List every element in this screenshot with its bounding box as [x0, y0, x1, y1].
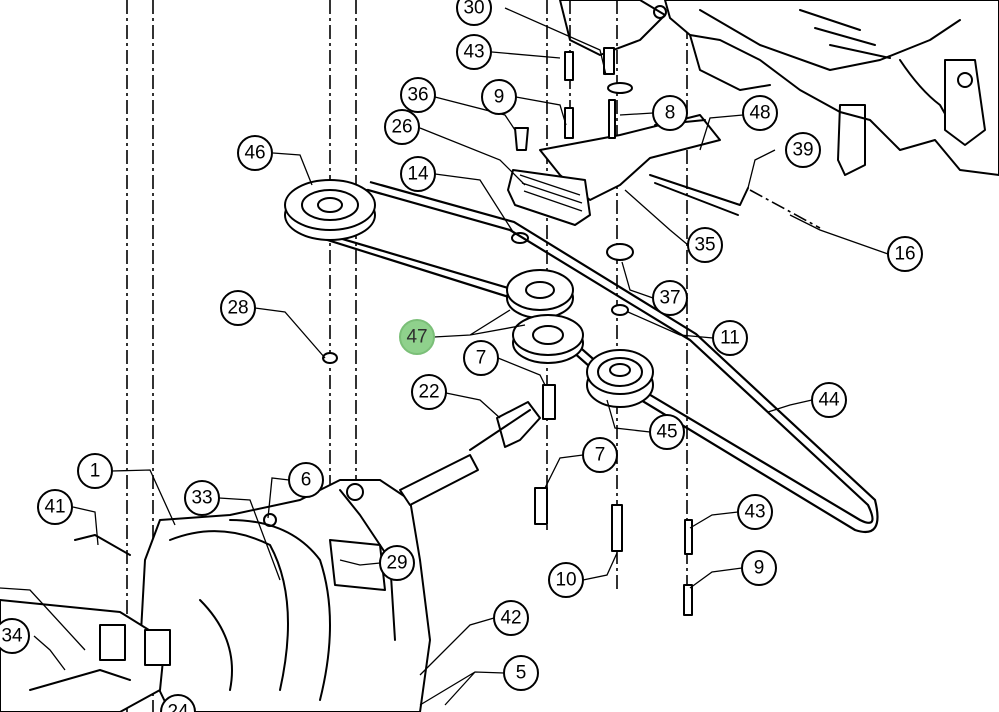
- svg-text:28: 28: [227, 298, 248, 319]
- transaxle: [0, 454, 479, 712]
- callout-9-top: 9: [481, 79, 517, 115]
- svg-text:46: 46: [244, 143, 265, 164]
- callout-48: 48: [742, 95, 778, 131]
- svg-text:41: 41: [44, 497, 65, 518]
- svg-text:11: 11: [720, 328, 740, 349]
- deck-frame: [559, 0, 999, 176]
- callout-7-low: 7: [582, 437, 618, 473]
- callout-8: 8: [652, 95, 688, 131]
- callout-9-low: 9: [741, 550, 777, 586]
- svg-text:33: 33: [191, 488, 212, 509]
- callout-30: 30: [456, 0, 492, 26]
- pulleys: [284, 179, 654, 408]
- svg-text:44: 44: [818, 390, 840, 411]
- idler-bracket: [507, 114, 749, 226]
- svg-text:35: 35: [694, 235, 715, 256]
- callout-1: 1: [77, 453, 113, 489]
- callout-47-highlighted: 47: [399, 319, 435, 355]
- svg-text:7: 7: [476, 348, 487, 369]
- svg-text:10: 10: [555, 570, 576, 591]
- callout-11: 11: [712, 320, 748, 356]
- callout-10: 10: [548, 562, 584, 598]
- svg-text:39: 39: [792, 140, 813, 161]
- callout-6: 6: [288, 462, 324, 498]
- svg-text:45: 45: [656, 422, 677, 443]
- svg-text:36: 36: [407, 85, 428, 106]
- callout-46: 46: [237, 135, 273, 171]
- svg-text:14: 14: [407, 164, 429, 185]
- svg-text:34: 34: [1, 626, 23, 647]
- svg-text:6: 6: [301, 470, 312, 491]
- callout-45: 45: [649, 414, 685, 450]
- svg-text:9: 9: [494, 87, 505, 108]
- callout-14: 14: [400, 156, 436, 192]
- callout-5: 5: [503, 655, 539, 691]
- callout-28: 28: [220, 290, 256, 326]
- callout-22: 22: [411, 374, 447, 410]
- svg-text:42: 42: [500, 608, 521, 629]
- callout-24: 24: [160, 694, 196, 712]
- svg-text:9: 9: [754, 558, 765, 579]
- svg-text:29: 29: [386, 553, 407, 574]
- svg-text:16: 16: [894, 244, 915, 265]
- callout-36: 36: [400, 77, 436, 113]
- svg-text:30: 30: [463, 0, 484, 19]
- callout-26: 26: [384, 109, 420, 145]
- hardware: [322, 47, 693, 616]
- callout-39: 39: [785, 132, 821, 168]
- callout-29: 29: [379, 545, 415, 581]
- callout-33: 33: [184, 480, 220, 516]
- leader-lines: [0, 7, 889, 706]
- svg-text:8: 8: [665, 103, 676, 124]
- callout-42: 42: [493, 600, 529, 636]
- svg-text:26: 26: [391, 117, 412, 138]
- callout-41: 41: [37, 489, 73, 525]
- callout-43-top: 43: [456, 34, 492, 70]
- svg-text:43: 43: [744, 502, 765, 523]
- svg-text:37: 37: [659, 288, 680, 309]
- callout-44: 44: [811, 382, 847, 418]
- callout-7-mid: 7: [463, 340, 499, 376]
- svg-text:47: 47: [406, 327, 427, 348]
- callout-16: 16: [887, 236, 923, 272]
- svg-text:5: 5: [516, 663, 527, 684]
- svg-text:48: 48: [749, 103, 770, 124]
- callout-35: 35: [687, 227, 723, 263]
- svg-text:7: 7: [595, 445, 606, 466]
- svg-text:22: 22: [418, 382, 439, 403]
- callout-37: 37: [652, 280, 688, 316]
- callout-34: 34: [0, 618, 30, 654]
- svg-text:24: 24: [167, 702, 189, 712]
- callout-43-low: 43: [737, 494, 773, 530]
- svg-text:1: 1: [90, 461, 101, 482]
- svg-text:43: 43: [463, 42, 484, 63]
- callouts: 30 43 9 8 48 36 26 39 46 14 35 16 37 28 …: [0, 0, 923, 712]
